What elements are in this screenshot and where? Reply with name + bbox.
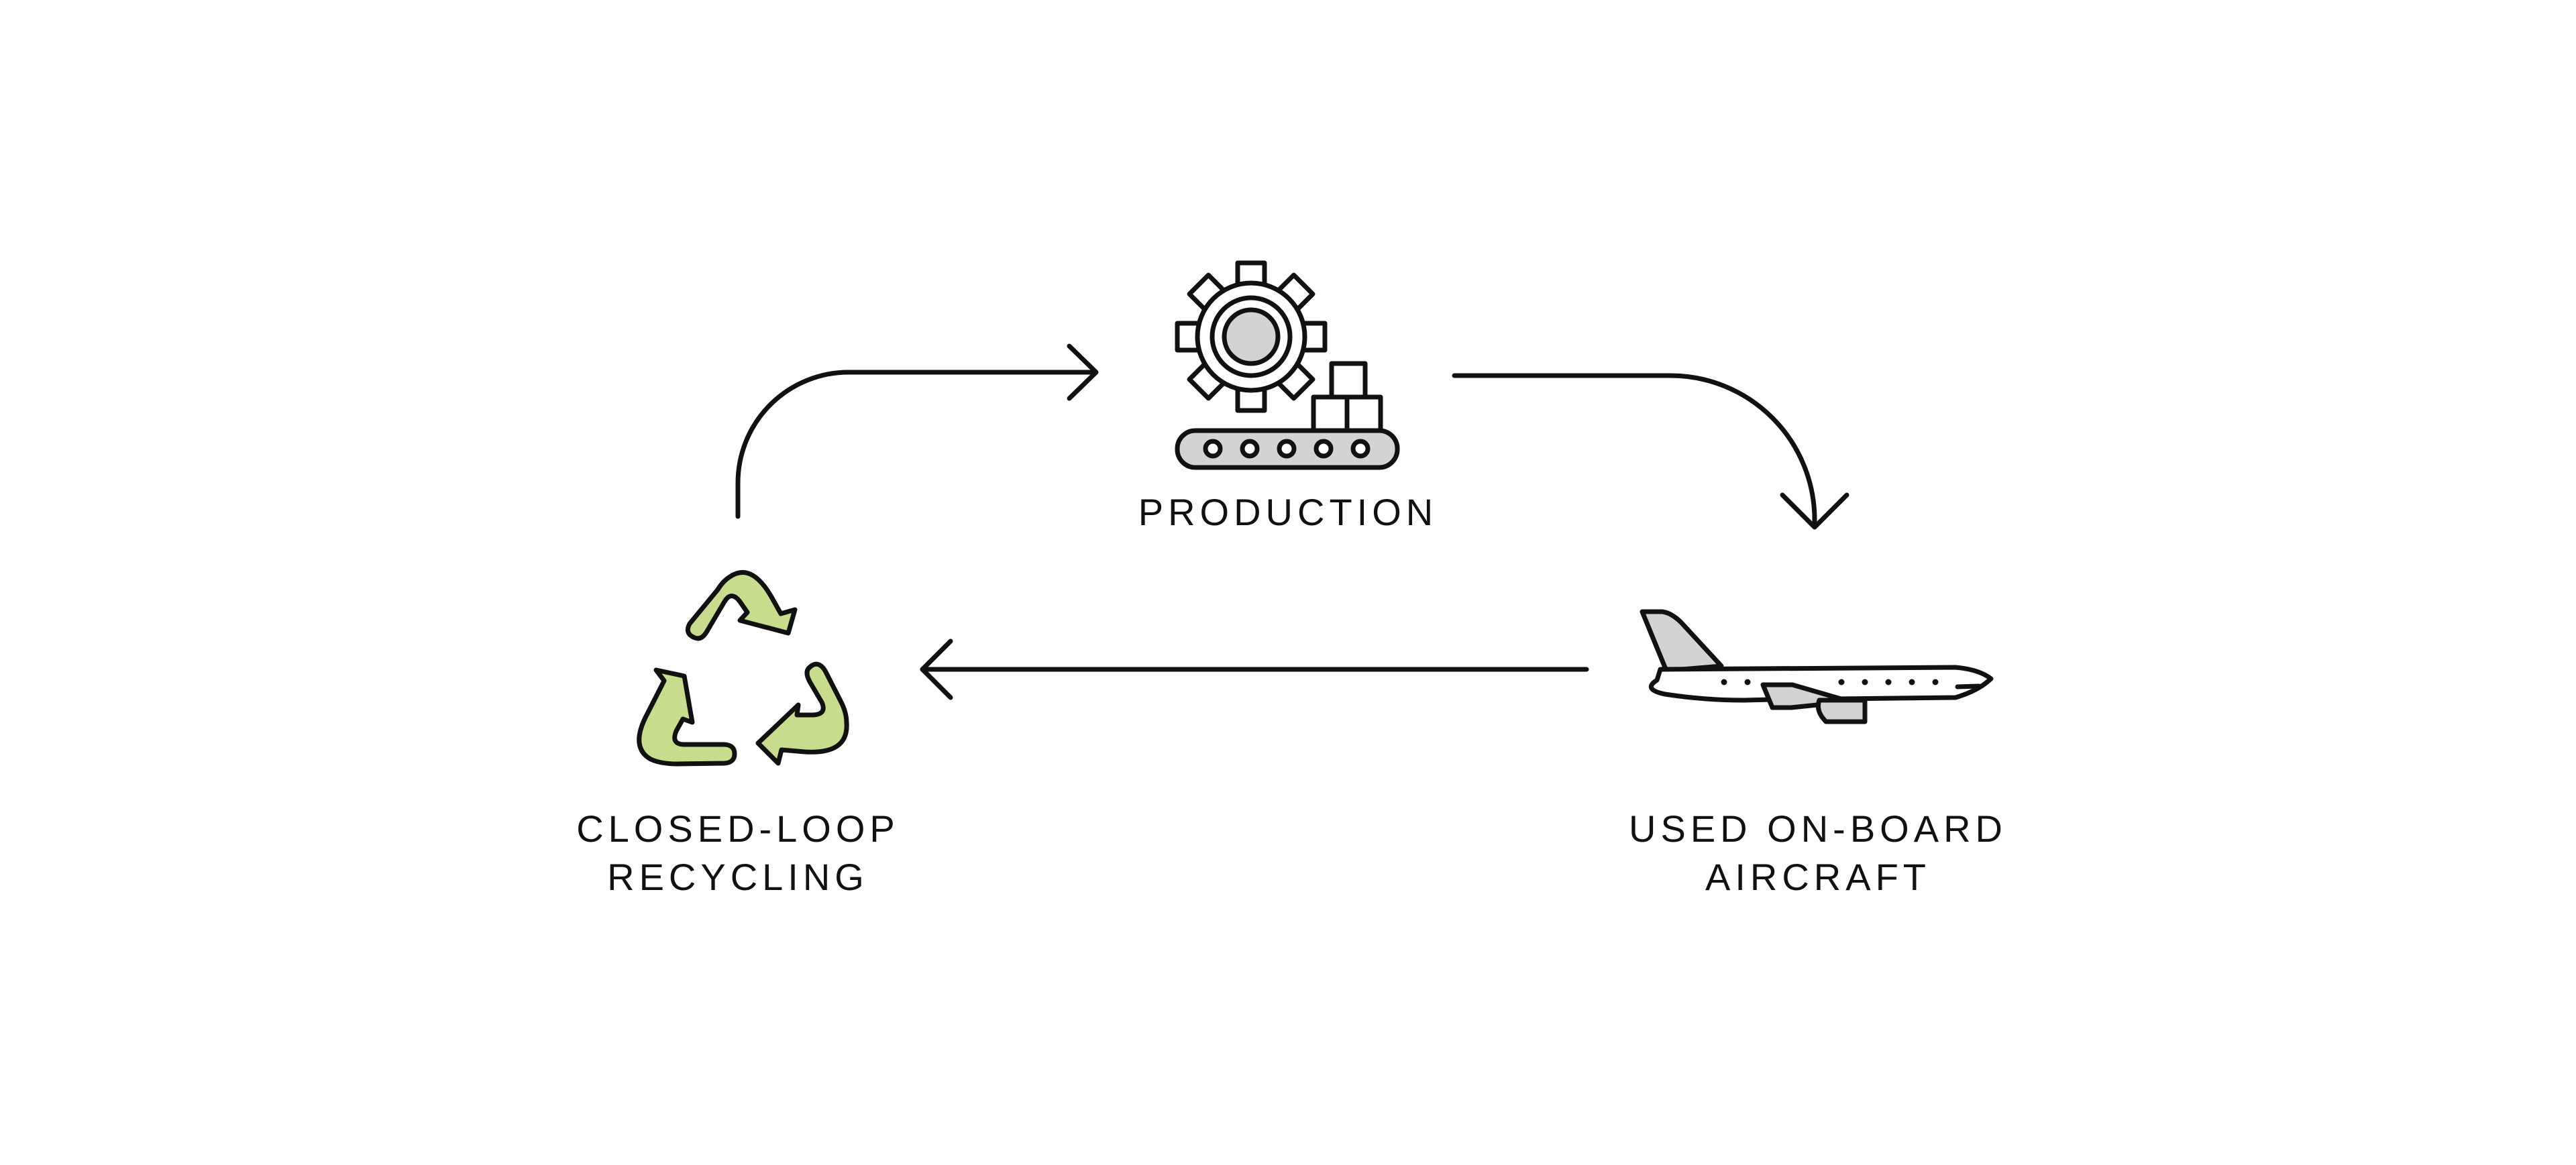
boxes-icon bbox=[1311, 361, 1383, 433]
arrow-recycling-to-production bbox=[735, 343, 1099, 519]
cockpit-window bbox=[1955, 683, 1982, 689]
arrow-production-to-aircraft bbox=[1452, 373, 1849, 530]
recycle-icon bbox=[637, 569, 849, 767]
label-production-line-1: PRODUCTION bbox=[1138, 491, 1438, 533]
arrow-aircraft-to-recycling bbox=[920, 639, 1589, 700]
cabin-windows bbox=[1721, 679, 1939, 685]
label-aircraft-line-2: AIRCRAFT bbox=[1705, 856, 1931, 898]
label-recycling-line-1: CLOSED-LOOP bbox=[576, 808, 900, 850]
tail-fin bbox=[1640, 609, 1724, 673]
recycle-arrow-right bbox=[755, 661, 849, 766]
label-aircraft-line-1: USED ON-BOARD bbox=[1629, 808, 2007, 850]
gear-conveyor-icon bbox=[1175, 260, 1400, 470]
recycle-arrow-left bbox=[637, 667, 737, 767]
fuselage bbox=[1648, 665, 1994, 703]
engine bbox=[1815, 698, 1868, 724]
label-aircraft: USED ON-BOARD AIRCRAFT bbox=[1583, 805, 2053, 901]
airplane-icon bbox=[1640, 609, 1994, 724]
conveyor-belt-icon bbox=[1175, 428, 1400, 470]
label-production: PRODUCTION bbox=[1087, 488, 1489, 537]
label-recycling: CLOSED-LOOP RECYCLING bbox=[537, 805, 939, 901]
recycle-arrow-top bbox=[685, 569, 798, 641]
label-recycling-line-2: RECYCLING bbox=[607, 856, 869, 898]
gear-icon bbox=[1175, 260, 1328, 413]
